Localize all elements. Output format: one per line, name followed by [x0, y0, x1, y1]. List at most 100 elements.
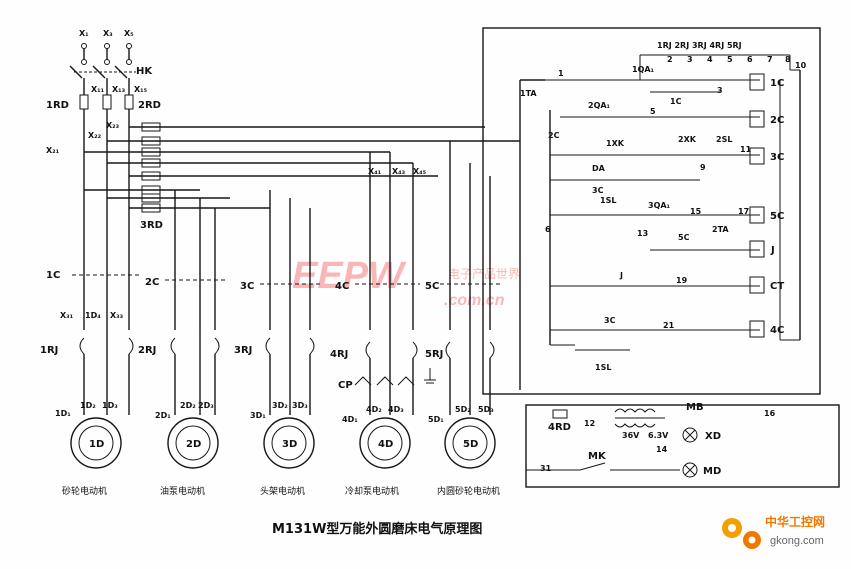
motor-3-branch: 3C 3RJ 3D₁ 3D₂ 3D₃ 3D 头架电动机 [234, 281, 320, 497]
relay-node-5: 5 [727, 55, 733, 64]
motor2-b3: 2D₃ [198, 401, 214, 410]
node-15: 15 [690, 207, 702, 216]
coil-3c: 3C [770, 152, 784, 163]
switch-da: DA [592, 164, 606, 173]
node-31: 31 [540, 464, 552, 473]
node-21: 21 [663, 321, 675, 330]
motor1-b3: 1D₃ [102, 401, 118, 410]
aux-1sl: 1SL [600, 196, 616, 205]
fuse-2rd-label: 2RD [138, 100, 161, 111]
motor-3d-label: 3D [282, 439, 297, 450]
relay-node-3: 3 [687, 55, 693, 64]
volt-63v: 6.3V [648, 431, 669, 440]
supply-x11: X₁₁ [91, 85, 105, 94]
motor-2-branch: 2C 2RJ 2D₁ 2D₂ 2D₃ 2D 油泵电动机 [138, 277, 225, 497]
motor5-caption: 内圆砂轮电动机 [437, 485, 500, 497]
motor3-b3: 3D₃ [292, 401, 308, 410]
supply-x3: X₃ [103, 29, 113, 38]
node-3: 3 [717, 86, 723, 95]
supply-x21: X₂₁ [46, 146, 60, 155]
lamp-md-icon [682, 462, 698, 478]
diagram-title: M131W型万能外圆磨床电气原理图 [272, 521, 482, 537]
relay-node-7: 7 [767, 55, 773, 64]
watermark-cn: 电子产品世界 [448, 267, 520, 281]
switch-2xk: 2XK [678, 135, 697, 144]
motor1-t2: 1D₄ [85, 311, 101, 320]
switch-3qa1: 3QA₁ [648, 201, 671, 210]
relay-node-8: 8 [785, 55, 791, 64]
switch-1qa1: 1QA₁ [632, 65, 655, 74]
motor1-b1: 1D₁ [55, 409, 71, 418]
node-5: 5 [650, 107, 656, 116]
motor3-caption: 头架电动机 [260, 485, 305, 497]
coil-1c: 1C [770, 78, 784, 89]
relay-node-6: 6 [747, 55, 753, 64]
node-6: 6 [545, 225, 551, 234]
node-11: 11 [740, 145, 752, 154]
bus-lines: 3RD X₄₁ X₄₃ X₄₅ [84, 122, 520, 330]
node-19: 19 [676, 276, 688, 285]
aux-2c: 2C [548, 131, 560, 140]
cp-label: CP [338, 380, 353, 391]
hk-label: HK [136, 66, 153, 77]
motor-5-branch: 5C 5RJ 5D₁ 5D₂ 5D₃ 5D 内圆砂轮电动机 [425, 281, 500, 497]
eepw-watermark: EEPW .com.cn 电子产品世界 [292, 255, 520, 309]
lamp-xd: XD [705, 431, 721, 442]
relay-2rj: 2RJ [138, 345, 156, 356]
relay-1rj: 1RJ [40, 345, 58, 356]
coil-5c: 5C [770, 211, 784, 222]
motor2-caption: 油泵电动机 [160, 485, 205, 497]
motor-3d-circle [263, 417, 315, 469]
relay-3rj: 3RJ [234, 345, 252, 356]
badge-url: gkong.com [770, 535, 824, 547]
motor-4-branch: 4C 4RJ CP 4D₁ 4D₂ 4D₃ 4D 冷却泵电动机 [330, 281, 436, 497]
contactor-4c: 4C [335, 281, 349, 292]
contactor-3c: 3C [240, 281, 254, 292]
supply-input: X₁ X₃ X₅ HK X₁₁ X₁₃ X₁₅ 1RD 2RD X₂₂ X₂₃ … [46, 29, 161, 210]
volt-36v: 36V [622, 431, 640, 440]
aux-3c-row8: 3C [604, 316, 616, 325]
relay-chain-label: 1RJ 2RJ 3RJ 4RJ 5RJ [657, 41, 742, 50]
watermark-url: .com.cn [444, 292, 505, 309]
motor4-caption: 冷却泵电动机 [345, 485, 399, 497]
relay-node-4: 4 [707, 55, 713, 64]
fuse-4rd: 4RD [548, 422, 571, 433]
lamp-md: MD [703, 466, 721, 477]
motor-5d-label: 5D [463, 439, 478, 450]
contactor-1c: 1C [46, 270, 60, 281]
motor1-b2: 1D₂ [80, 401, 96, 410]
motor1-caption: 砂轮电动机 [62, 485, 107, 497]
switch-1xk: 1XK [606, 139, 625, 148]
node-14: 14 [656, 445, 668, 454]
motor1-t3: X₃₃ [110, 311, 124, 320]
motor4-t3: X₄₅ [413, 167, 427, 176]
supply-x23: X₂₃ [106, 121, 120, 130]
coil-4c: 4C [770, 325, 784, 336]
switch-j: J [619, 271, 623, 280]
aux-5c-row6: 5C [678, 233, 690, 242]
motor3-b2: 3D₂ [272, 401, 288, 410]
supply-x1: X₁ [79, 29, 89, 38]
coil-j: J [770, 245, 775, 256]
motor1-t1: X₃₁ [60, 311, 74, 320]
motor5-b1: 5D₁ [428, 415, 444, 424]
motor5-b3: 5D₃ [478, 405, 494, 414]
coil-2c: 2C [770, 115, 784, 126]
switch-2sl: 2SL [716, 135, 732, 144]
motor4-b1: 4D₁ [342, 415, 358, 424]
supply-x5: X₅ [124, 29, 134, 38]
control-circuit: 1TA 1RJ 2RJ 3RJ 4RJ 5RJ 2 3 4 5 6 7 8 10… [482, 27, 821, 395]
node-17: 17 [738, 207, 749, 216]
motor4-b2: 4D₂ [366, 405, 382, 414]
contactor-2c: 2C [145, 277, 159, 288]
aux-3c-row4: 3C [592, 186, 604, 195]
motor-4d-circle [359, 417, 411, 469]
motor3-b1: 3D₁ [250, 411, 266, 420]
supply-x15: X₁₅ [134, 85, 148, 94]
aux-1c: 1C [670, 97, 682, 106]
gkong-logo: 中华工控网 gkong.com [722, 514, 825, 549]
motor-1-branch: 1C X₃₁ 1D₄ X₃₃ 1RJ 1D₂ 1D₃ 1D₁ 1D 砂轮电动机 [40, 210, 140, 497]
relay-4rj: 4RJ [330, 349, 348, 360]
switch-1sl: 1SL [595, 363, 611, 372]
